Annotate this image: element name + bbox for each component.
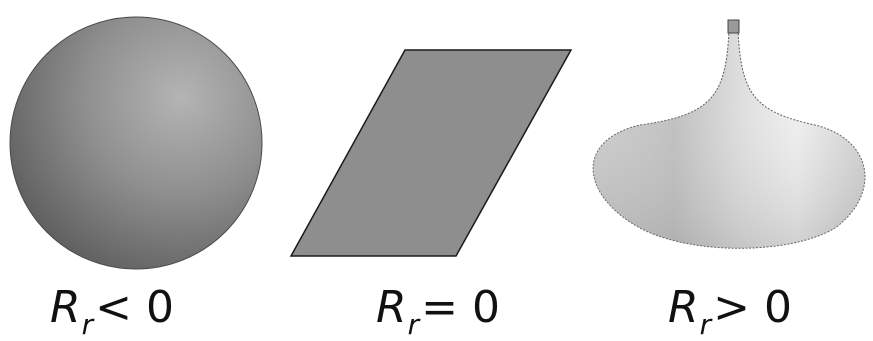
plane-shape [289, 49, 573, 257]
caption-zero-curvature: Rr= 0 [376, 282, 500, 341]
caption-relation: = 0 [421, 282, 500, 333]
caption-variable: R [668, 282, 699, 333]
caption-relation: > 0 [713, 282, 792, 333]
pseudosphere-shape [592, 19, 866, 249]
caption-variable: R [50, 282, 81, 333]
curvature-figure [9, 16, 866, 270]
caption-negative-curvature: Rr< 0 [50, 282, 174, 341]
caption-subscript: r [699, 308, 712, 341]
caption-subscript: r [407, 308, 420, 341]
caption-variable: R [376, 282, 407, 333]
sphere-shape [9, 16, 263, 270]
caption-relation: < 0 [95, 282, 174, 333]
caption-subscript: r [81, 308, 94, 341]
caption-positive-curvature: Rr> 0 [668, 282, 792, 341]
